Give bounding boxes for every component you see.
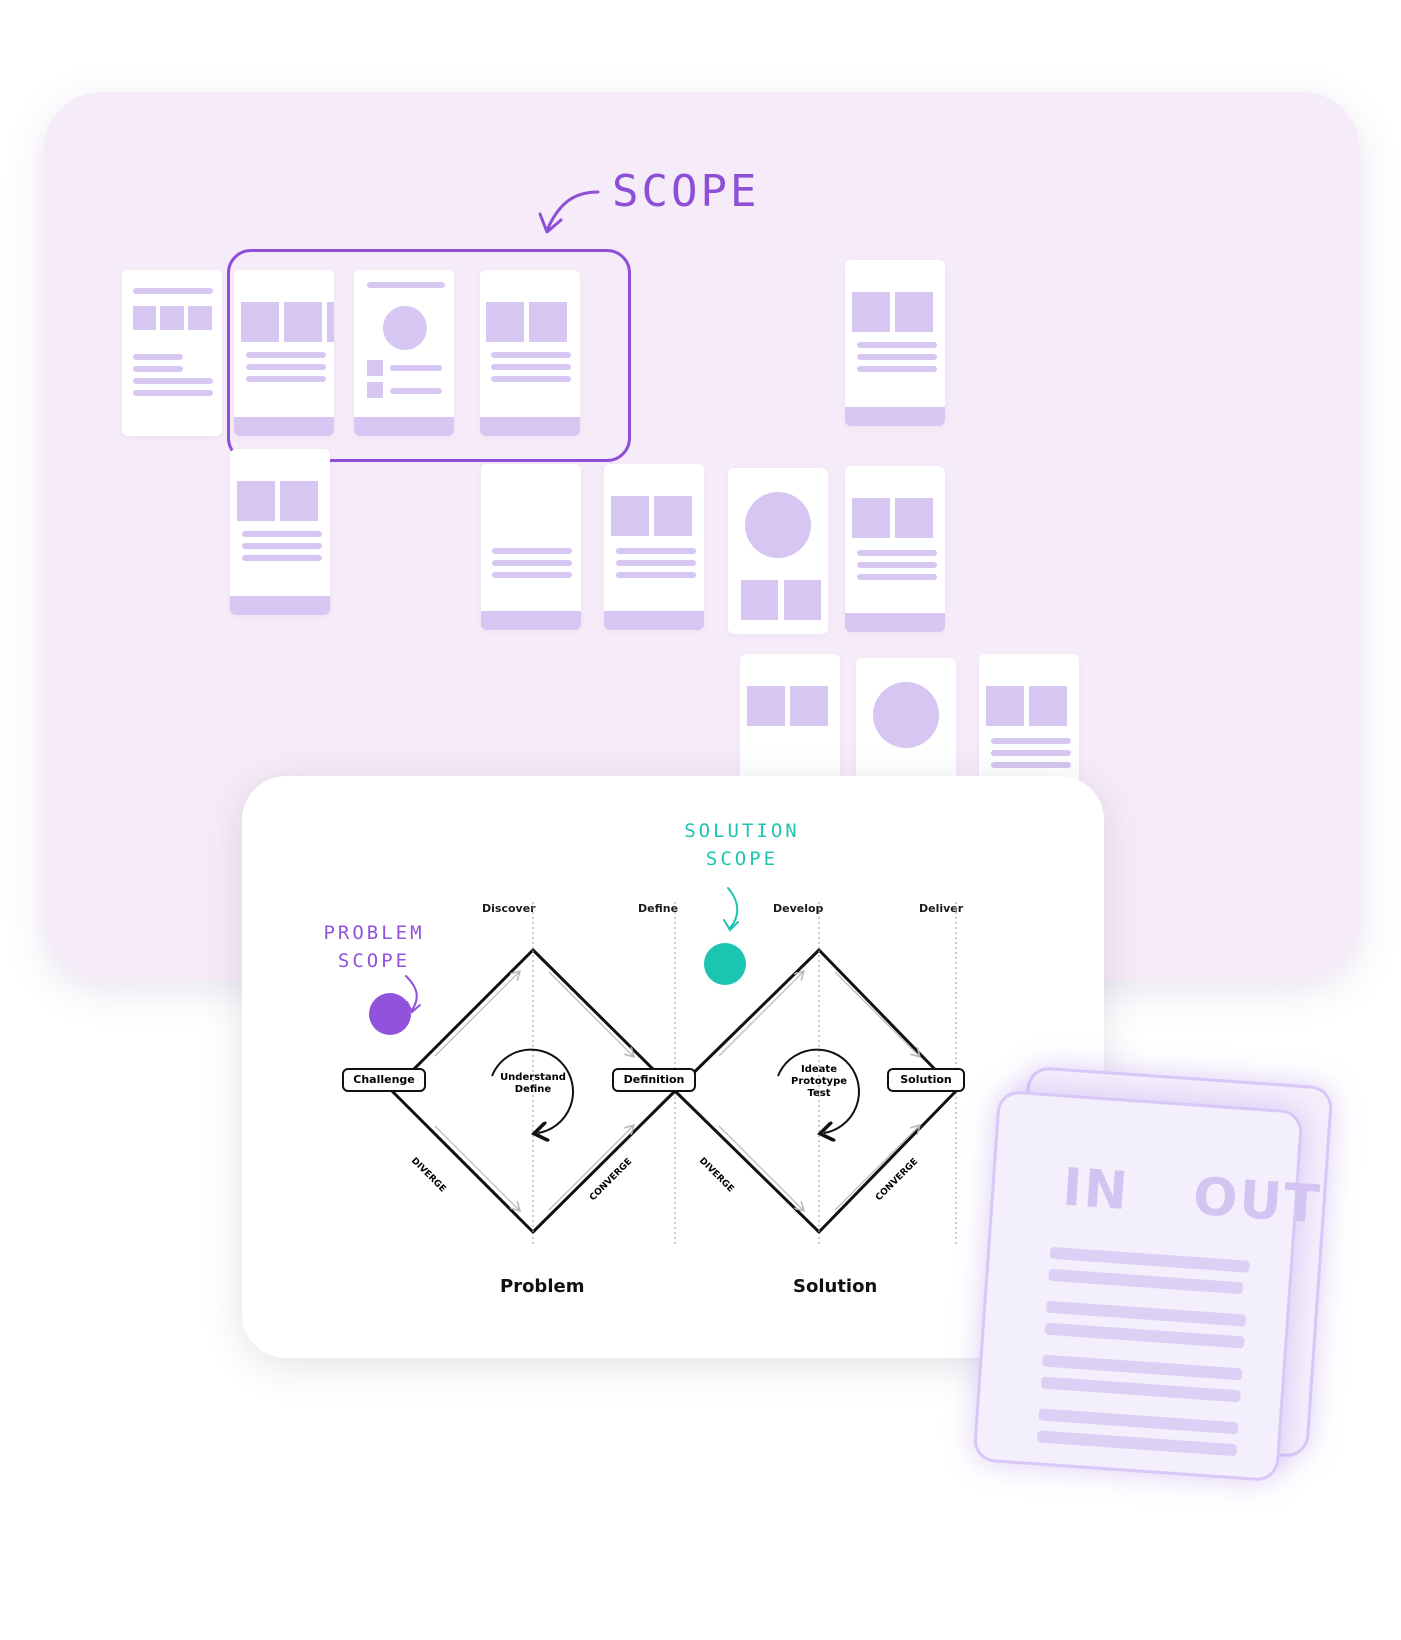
wireframe-card bbox=[845, 260, 945, 426]
loop-right-line-3: Test bbox=[807, 1088, 831, 1099]
scope-selection-frame bbox=[227, 249, 631, 462]
phase-deliver: Deliver bbox=[919, 902, 964, 915]
problem-scope-label: PROBLEM SCOPE bbox=[314, 922, 434, 972]
document-front: IN OUT bbox=[972, 1089, 1323, 1483]
scope-annotation-label: SCOPE bbox=[612, 166, 760, 217]
node-definition: Definition bbox=[612, 1068, 696, 1092]
node-challenge: Challenge bbox=[342, 1068, 426, 1092]
solution-label: Solution bbox=[793, 1276, 878, 1297]
loop-right-line-2: Prototype bbox=[790, 1076, 848, 1087]
scope-arrow-icon bbox=[538, 190, 600, 234]
node-solution: Solution bbox=[887, 1068, 965, 1092]
wireframe-card bbox=[845, 466, 945, 632]
double-diamond-diagram bbox=[369, 887, 958, 1244]
solution-scope-line-2: SCOPE bbox=[705, 848, 779, 870]
solution-scope-line-1: SOLUTION bbox=[684, 820, 800, 842]
solution-scope-label: SOLUTION SCOPE bbox=[672, 820, 812, 870]
problem-scope-line-2: SCOPE bbox=[337, 950, 411, 972]
loop-right-line-1: Ideate bbox=[801, 1064, 837, 1075]
in-label: IN bbox=[1060, 1157, 1132, 1223]
wireframe-card bbox=[122, 270, 222, 436]
wireframe-card bbox=[234, 270, 334, 436]
out-label: OUT bbox=[1191, 1166, 1324, 1236]
in-out-title: IN OUT bbox=[1061, 1158, 1323, 1236]
loop-right-text: Ideate Prototype Test bbox=[769, 1064, 869, 1100]
loop-left-text: Understand Define bbox=[483, 1072, 583, 1096]
wireframe-card bbox=[481, 464, 581, 630]
double-diamond-card: SOLUTION SCOPE PROBLEM SCOPE Discover De… bbox=[242, 776, 1104, 1358]
loop-left-line-1: Understand bbox=[500, 1072, 566, 1083]
wireframe-card bbox=[604, 464, 704, 630]
phase-discover: Discover bbox=[482, 902, 536, 915]
problem-label: Problem bbox=[500, 1276, 585, 1297]
phase-define: Define bbox=[638, 902, 679, 915]
wireframe-card bbox=[354, 270, 454, 436]
phase-develop: Develop bbox=[773, 902, 824, 915]
problem-scope-line-1: PROBLEM bbox=[323, 922, 425, 944]
wireframe-card bbox=[728, 468, 828, 634]
wireframe-card bbox=[230, 449, 330, 615]
loop-left-line-2: Define bbox=[514, 1084, 552, 1095]
wireframe-card bbox=[480, 270, 580, 436]
